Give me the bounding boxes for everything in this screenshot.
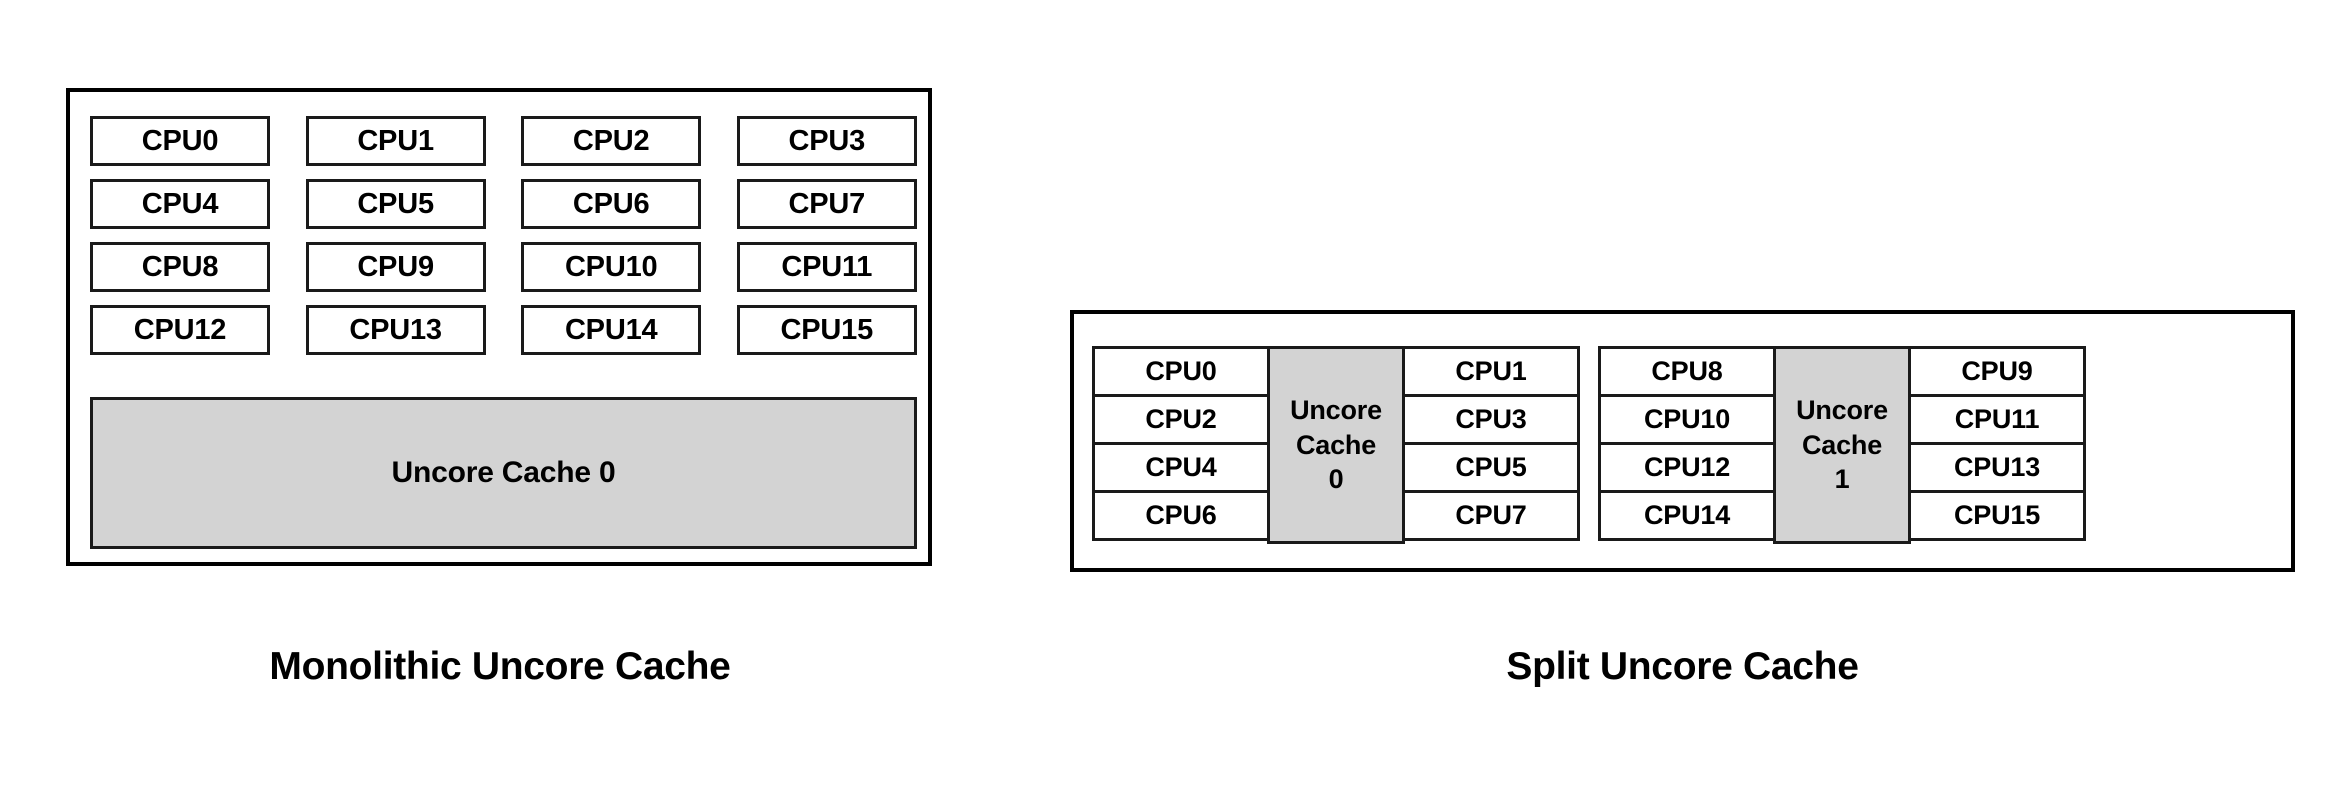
split-group-0-right-column: CPU1 CPU3 CPU5 CPU7 [1402, 346, 1580, 544]
cpu-box-6: CPU6 [521, 179, 702, 229]
cpu-box-13: CPU13 [305, 305, 486, 355]
cpu-box-1: CPU1 [305, 116, 486, 166]
cpu-box-7: CPU7 [736, 179, 917, 229]
cpu-box-12: CPU12 [1598, 442, 1776, 493]
cpu-box-15: CPU15 [736, 305, 917, 355]
monolithic-uncore-cache-figure: CPU0 CPU1 CPU2 CPU3 CPU4 CPU5 CPU6 CPU7 … [66, 88, 932, 566]
split-group-0: CPU0 CPU2 CPU4 CPU6 Uncore Cache 0 CPU1 … [1092, 346, 1580, 544]
uncore-cache-0-block: Uncore Cache 0 [1267, 346, 1405, 544]
split-caption: Split Uncore Cache [1506, 645, 1859, 688]
cpu-box-14: CPU14 [1598, 490, 1776, 541]
cpu-box-3: CPU3 [1402, 394, 1580, 445]
monolithic-cpu-grid: CPU0 CPU1 CPU2 CPU3 CPU4 CPU5 CPU6 CPU7 … [90, 116, 917, 355]
monolithic-socket-frame: CPU0 CPU1 CPU2 CPU3 CPU4 CPU5 CPU6 CPU7 … [66, 88, 932, 566]
uncore-cache-1-line1: Uncore [1796, 395, 1888, 426]
cpu-box-2: CPU2 [1092, 394, 1270, 445]
cpu-box-4: CPU4 [90, 179, 270, 229]
split-group-1-right-column: CPU9 CPU11 CPU13 CPU15 [1908, 346, 2086, 544]
uncore-cache-0-line1: Uncore [1290, 395, 1382, 426]
split-socket-frame: CPU0 CPU2 CPU4 CPU6 Uncore Cache 0 CPU1 … [1070, 310, 2295, 572]
split-cache-groups: CPU0 CPU2 CPU4 CPU6 Uncore Cache 0 CPU1 … [1092, 346, 2086, 544]
uncore-cache-1-line3: 1 [1834, 464, 1850, 495]
cpu-box-0: CPU0 [90, 116, 270, 166]
cpu-box-14: CPU14 [521, 305, 702, 355]
cpu-box-10: CPU10 [521, 242, 702, 292]
cpu-box-9: CPU9 [305, 242, 486, 292]
cpu-box-9: CPU9 [1908, 346, 2086, 397]
cpu-box-6: CPU6 [1092, 490, 1270, 541]
split-group-1-left-column: CPU8 CPU10 CPU12 CPU14 [1598, 346, 1776, 544]
cpu-box-4: CPU4 [1092, 442, 1270, 493]
cpu-box-8: CPU8 [90, 242, 270, 292]
uncore-cache-0-block: Uncore Cache 0 [90, 397, 917, 549]
cpu-box-0: CPU0 [1092, 346, 1270, 397]
cpu-box-15: CPU15 [1908, 490, 2086, 541]
split-uncore-cache-figure: CPU0 CPU2 CPU4 CPU6 Uncore Cache 0 CPU1 … [1070, 310, 2295, 572]
uncore-cache-1-line2: Cache [1801, 429, 1883, 460]
cpu-box-13: CPU13 [1908, 442, 2086, 493]
cpu-box-11: CPU11 [736, 242, 917, 292]
cpu-box-7: CPU7 [1402, 490, 1580, 541]
cpu-box-1: CPU1 [1402, 346, 1580, 397]
monolithic-caption: Monolithic Uncore Cache [269, 645, 731, 688]
uncore-cache-0-line2: Cache [1295, 429, 1377, 460]
cpu-box-12: CPU12 [90, 305, 270, 355]
cpu-box-5: CPU5 [305, 179, 486, 229]
cpu-box-5: CPU5 [1402, 442, 1580, 493]
uncore-cache-1-block: Uncore Cache 1 [1773, 346, 1911, 544]
cpu-box-2: CPU2 [521, 116, 702, 166]
cpu-box-8: CPU8 [1598, 346, 1776, 397]
uncore-cache-0-line3: 0 [1328, 464, 1344, 495]
split-group-1: CPU8 CPU10 CPU12 CPU14 Uncore Cache 1 CP… [1598, 346, 2086, 544]
cpu-box-10: CPU10 [1598, 394, 1776, 445]
cpu-box-3: CPU3 [736, 116, 917, 166]
split-group-0-left-column: CPU0 CPU2 CPU4 CPU6 [1092, 346, 1270, 544]
cpu-box-11: CPU11 [1908, 394, 2086, 445]
